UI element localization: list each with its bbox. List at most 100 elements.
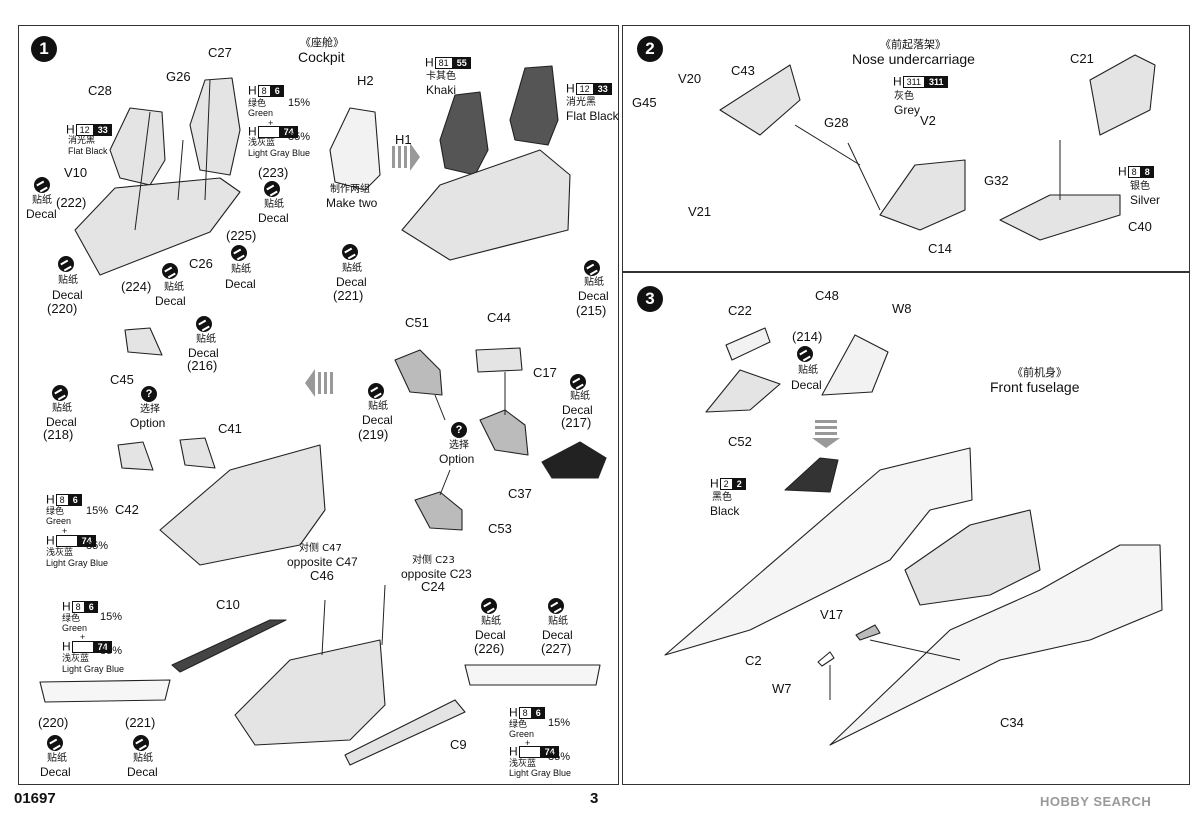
decal-label-cn: 贴纸: [133, 753, 153, 764]
option-en: Option: [130, 416, 166, 430]
cockpit-tub-1: [74, 177, 241, 276]
decal-icon: [481, 598, 497, 614]
step-2-badge: 2: [637, 36, 663, 62]
decal-227: (227): [541, 641, 572, 656]
paint-green-cn-4: 绿色: [509, 720, 528, 730]
paint-h74-lgb: H 74: [248, 125, 298, 138]
paint-lgb-pct-4: 85%: [548, 751, 571, 763]
cockpit-tub-s3: [904, 509, 1041, 606]
step-3-badge: 3: [637, 286, 663, 312]
decal-label-en: Decal: [578, 289, 609, 303]
leader-line: [434, 394, 446, 421]
part-C34: C34: [1000, 715, 1024, 730]
part-C46: C46: [310, 568, 334, 583]
paint-green-en-3: Green: [62, 623, 88, 633]
panel-c41: [179, 437, 216, 469]
decal-icon: [47, 735, 63, 751]
paint-black-cn: 黑色: [712, 492, 732, 503]
decal-label-en: Decal: [46, 415, 77, 429]
paint-lgb-cn-4: 浅灰蓝: [509, 759, 537, 769]
part-G28: G28: [824, 115, 849, 130]
part-G32: G32: [984, 173, 1009, 188]
make-two-cn: 制作两组: [330, 184, 370, 195]
decal-221: (221): [333, 288, 364, 303]
paint-plus: +: [268, 118, 274, 128]
part-C10: C10: [216, 597, 240, 612]
bay-c21: [999, 194, 1121, 241]
part-W7: W7: [772, 681, 792, 696]
decal-220: (220): [47, 301, 78, 316]
paint-green-pct-3: 15%: [100, 611, 123, 623]
cockpit-tub-4: [234, 639, 386, 746]
paint-lgb-en-4: Light Gray Blue: [509, 768, 572, 778]
decal-225: (225): [226, 228, 257, 243]
decal-icon: [58, 256, 74, 272]
cockpit-c52: [705, 369, 781, 413]
decal-222: (222): [56, 195, 87, 210]
decal-label-en: Decal: [52, 288, 83, 302]
part-C28: C28: [88, 83, 112, 98]
decal-icon: [548, 598, 564, 614]
leader-line: [381, 584, 386, 646]
part-C21: C21: [1070, 51, 1094, 66]
paint-lgb-en-2: Light Gray Blue: [46, 558, 109, 568]
part-C42: C42: [115, 502, 139, 517]
paint-lgb-pct-3: 85%: [100, 645, 123, 657]
opposite-c47-cn: 对侧 C47: [299, 543, 342, 554]
paint-lgb-pct-2: 85%: [86, 540, 109, 552]
part-C2: C2: [745, 653, 762, 668]
decal-label-en: Decal: [155, 294, 186, 308]
part-C48: C48: [815, 288, 839, 303]
canopy-black: [784, 457, 839, 493]
decal-label-en: Decal: [475, 628, 506, 642]
paint-lgb-pct: 85%: [288, 131, 311, 143]
part-C27: C27: [208, 45, 232, 60]
watermark: HOBBY SEARCH: [1040, 794, 1152, 809]
paint-silver-en: Silver: [1130, 193, 1161, 207]
seat-flat-black: [509, 65, 559, 146]
decal-label-cn: 贴纸: [196, 334, 216, 345]
decal-icon: [264, 181, 280, 197]
leader-line: [439, 469, 451, 496]
part-C40: C40: [1128, 219, 1152, 234]
part-C14: C14: [928, 241, 952, 256]
panel-c42: [117, 441, 154, 471]
kit-code: 01697: [14, 790, 56, 807]
decal-icon: [570, 374, 586, 390]
part-C26: C26: [189, 256, 213, 271]
paint-grey-en: Grey: [894, 103, 921, 117]
side-c9: [344, 699, 466, 766]
paint-flat-black-cn-2: 消光黑: [566, 97, 596, 108]
decal-label-cn: 贴纸: [798, 365, 818, 376]
part-V21: V21: [688, 204, 712, 219]
decal-label-cn: 贴纸: [548, 616, 568, 627]
decal-label-cn: 贴纸: [231, 264, 251, 275]
decal-219: (219): [358, 427, 389, 442]
decal-label-en: Decal: [336, 275, 367, 289]
nose-bay-c43: [719, 64, 801, 136]
part-H2: H2: [357, 73, 374, 88]
page-number: 3: [590, 790, 599, 807]
part-C52: C52: [728, 434, 752, 449]
leader-line: [177, 139, 184, 201]
decal-label-en: Decal: [188, 346, 219, 360]
paint-flat-black-cn: 消光黑: [68, 136, 96, 146]
part-H1: H1: [395, 132, 412, 147]
decal-215: (215): [576, 303, 607, 318]
paint-green-cn: 绿色: [248, 99, 267, 109]
paint-green-en: Green: [248, 108, 274, 118]
paint-lgb-en: Light Gray Blue: [248, 148, 311, 158]
leader-line: [134, 111, 151, 231]
paint-lgb-cn-3: 浅灰蓝: [62, 654, 90, 664]
paint-green-cn-2: 绿色: [46, 507, 65, 517]
part-V20: V20: [678, 71, 702, 86]
decal-226: (226): [474, 641, 505, 656]
decal-label-en: Decal: [542, 628, 573, 642]
